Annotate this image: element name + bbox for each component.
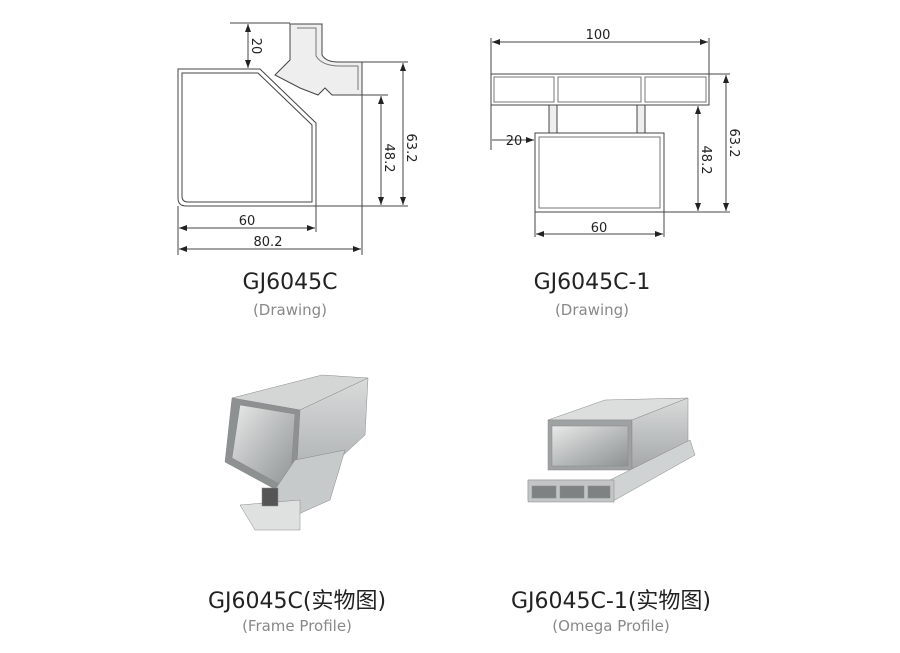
bottom-box (534, 132, 665, 213)
photo-1-title: GJ6045C(实物图) (207, 589, 387, 614)
drawing-gj6045c (177, 22, 408, 255)
omega-profile-photo (527, 397, 696, 503)
top-rail (490, 73, 710, 106)
dim-total-width-2: 100 (586, 28, 611, 43)
dim-box-width: 60 (239, 214, 256, 229)
dim-top-offset: 20 (248, 38, 263, 55)
dim-left-offset: 20 (506, 134, 523, 149)
drawing-2-title: GJ6045C-1 (533, 270, 651, 295)
drawing-1-subtitle: (Drawing) (252, 301, 328, 319)
dim-total-height-2: 63.2 (726, 129, 741, 158)
dim-total-height: 63.2 (403, 134, 418, 163)
drawing-2-subtitle: (Drawing) (554, 301, 630, 319)
drawing-gj6045c-1 (490, 38, 730, 237)
dim-box-height: 48.2 (381, 144, 396, 173)
photo-2-subtitle: (Omega Profile) (552, 617, 670, 635)
dim-box-height-2: 48.2 (698, 146, 713, 175)
frame-box-inner (181, 72, 313, 203)
frame-box-outline (177, 68, 317, 207)
drawing-1-title: GJ6045C (242, 270, 338, 295)
photo-1-subtitle: (Frame Profile) (242, 617, 352, 635)
photo-2-title: GJ6045C-1(实物图) (511, 589, 711, 614)
frame-profile-photo (224, 374, 369, 531)
dim-box-width-2: 60 (591, 221, 608, 236)
dim-total-width: 80.2 (254, 235, 283, 250)
